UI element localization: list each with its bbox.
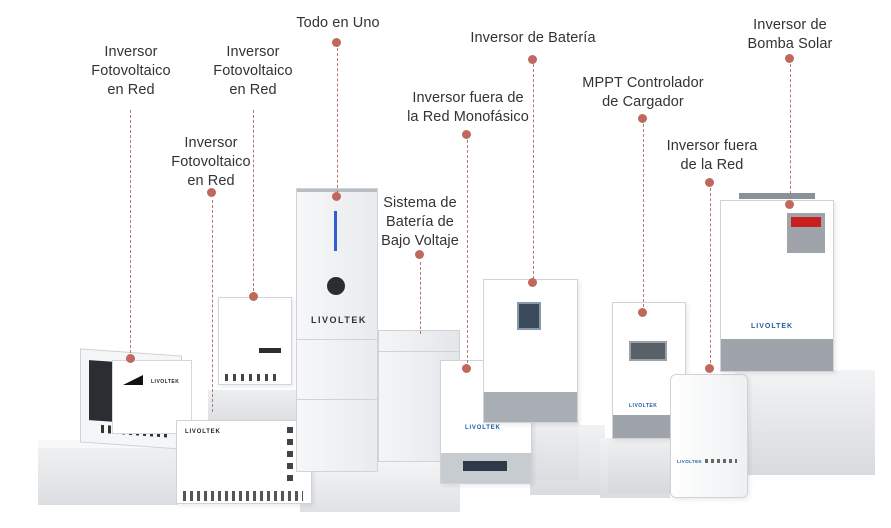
callout-dot bbox=[638, 114, 647, 123]
callout-dot bbox=[207, 188, 216, 197]
callout-line bbox=[337, 48, 338, 198]
label-offgrid-single-phase: Inversor fuera de la Red Monofásico bbox=[407, 90, 529, 125]
label-grid-inverter-2: Inversor Fotovoltaico en Red bbox=[213, 44, 293, 98]
grid-inverter-commercial: LIVOLTEK bbox=[176, 420, 312, 504]
callout-dot bbox=[415, 250, 424, 259]
label-battery-inverter: Inversor de Batería bbox=[470, 30, 596, 46]
callout-dot bbox=[462, 130, 471, 139]
brand-logo: LIVOLTEK bbox=[629, 403, 658, 409]
pedestal-left bbox=[38, 440, 178, 505]
display-screen bbox=[629, 341, 667, 361]
label-low-voltage-battery: Sistema de Batería de Bajo Voltaje bbox=[381, 195, 459, 249]
callout-dot bbox=[705, 178, 714, 187]
callout-line bbox=[710, 188, 711, 368]
callout-line bbox=[467, 140, 468, 368]
brand-logo: LIVOLTEK bbox=[311, 315, 367, 325]
pedestal-right bbox=[735, 370, 875, 475]
display-screen bbox=[517, 302, 541, 330]
brand-logo: LIVOLTEK bbox=[185, 429, 221, 435]
callout-dot bbox=[785, 54, 794, 63]
callout-line bbox=[790, 64, 791, 204]
offgrid-inverter: LIVOLTEK bbox=[670, 374, 748, 498]
callout-dot bbox=[528, 55, 537, 64]
label-all-in-one: Todo en Uno bbox=[296, 15, 380, 31]
callout-line bbox=[130, 110, 131, 358]
label-mppt-controller: MPPT Controlador de Cargador bbox=[582, 75, 704, 110]
callout-line bbox=[533, 64, 534, 284]
label-offgrid-inverter: Inversor fuera de la Red bbox=[666, 138, 758, 173]
battery-inverter bbox=[483, 279, 578, 423]
label-grid-inverter-3: Inversor Fotovoltaico en Red bbox=[171, 135, 251, 189]
callout-dot bbox=[126, 354, 135, 363]
solar-pump-inverter: LIVOLTEK bbox=[720, 193, 834, 372]
brand-logo: LIVOLTEK bbox=[751, 323, 794, 330]
callout-dot bbox=[249, 292, 258, 301]
callout-dot bbox=[638, 308, 647, 317]
callout-line bbox=[643, 124, 644, 312]
brand-logo: LIVOLTEK bbox=[677, 459, 703, 464]
label-solar-pump-inverter: Inversor de Bomba Solar bbox=[747, 17, 833, 52]
callout-line bbox=[420, 262, 421, 334]
callout-dot bbox=[332, 192, 341, 201]
label-grid-inverter-1: Inversor Fotovoltaico en Red bbox=[91, 44, 171, 98]
grid-inverter-small bbox=[218, 297, 292, 385]
all-in-one-system: LIVOLTEK bbox=[296, 188, 378, 472]
brand-logo: LIVOLTEK bbox=[151, 379, 180, 385]
callout-dot bbox=[462, 364, 471, 373]
callout-line bbox=[212, 200, 213, 412]
callout-dot bbox=[332, 38, 341, 47]
callout-dot bbox=[528, 278, 537, 287]
brand-logo: LIVOLTEK bbox=[465, 425, 501, 431]
callout-dot bbox=[705, 364, 714, 373]
keypad-panel bbox=[787, 213, 825, 253]
callout-dot bbox=[785, 200, 794, 209]
callout-line bbox=[253, 110, 254, 296]
